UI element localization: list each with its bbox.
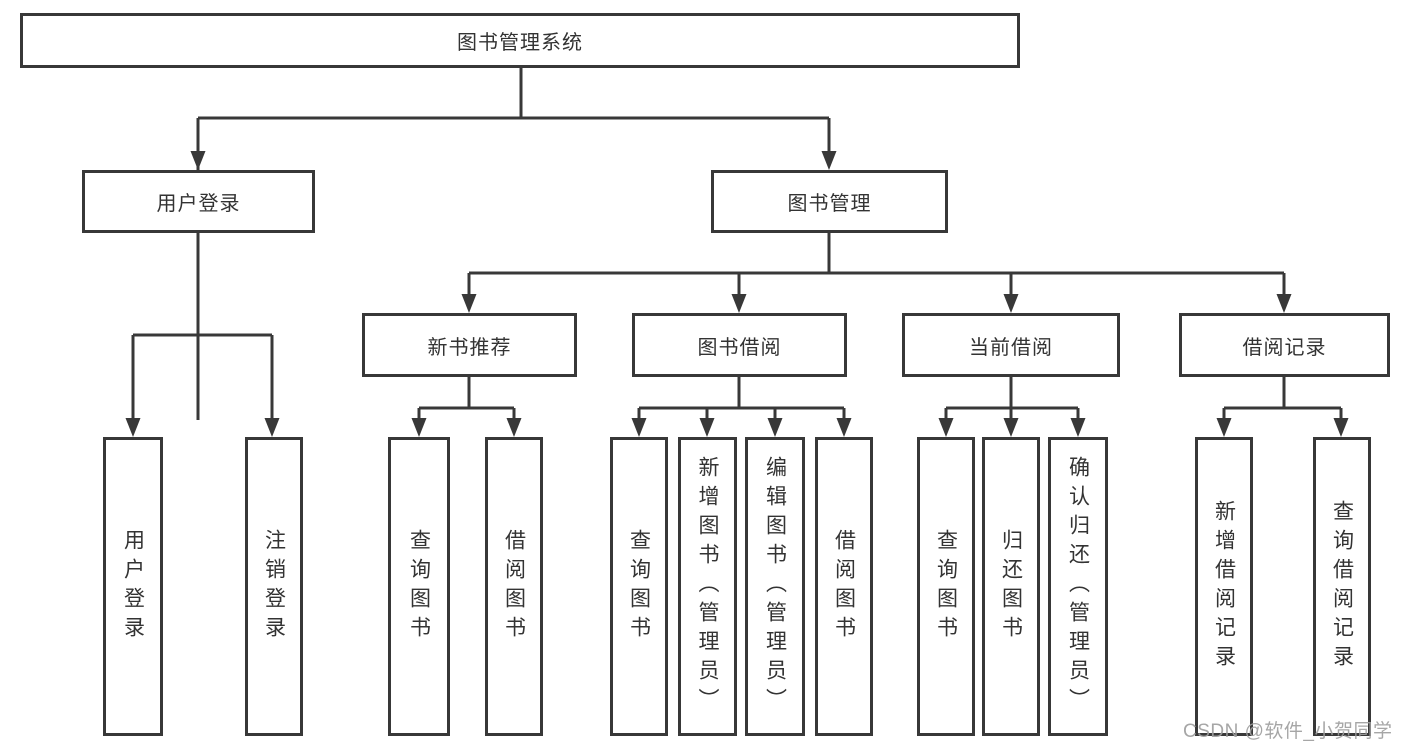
leaf-query-books-borrow: 查询图书 xyxy=(610,437,668,736)
connector-userlogin-branch xyxy=(125,233,280,437)
leaf-edit-books-admin: 编辑图书（管理员） xyxy=(745,437,805,736)
leaf-add-books-admin: 新增图书（管理员） xyxy=(678,437,737,736)
node-current-borrow: 当前借阅 xyxy=(902,313,1120,377)
csdn-watermark: CSDN @软件_小贺同学 xyxy=(1183,721,1393,742)
leaf-return-books: 归还图书 xyxy=(982,437,1040,736)
leaf-query-books-recommend: 查询图书 xyxy=(388,437,450,736)
leaf-borrow-books-recommend: 借阅图书 xyxy=(485,437,543,736)
node-root-system: 图书管理系统 xyxy=(20,13,1020,68)
node-user-login: 用户登录 xyxy=(82,170,315,233)
connector-newbooks-branch xyxy=(411,377,522,437)
leaf-confirm-return-admin: 确认归还（管理员） xyxy=(1048,437,1108,736)
leaf-query-books-current: 查询图书 xyxy=(917,437,975,736)
node-book-management: 图书管理 xyxy=(711,170,948,233)
connector-records-branch xyxy=(1216,377,1349,437)
connector-bookmgmt-branch xyxy=(461,233,1292,313)
connector-current-branch xyxy=(938,377,1086,437)
leaf-borrow-books: 借阅图书 xyxy=(815,437,873,736)
node-book-borrow: 图书借阅 xyxy=(632,313,847,377)
node-new-book-recommend: 新书推荐 xyxy=(362,313,577,377)
leaf-query-borrow-record: 查询借阅记录 xyxy=(1313,437,1371,736)
connector-borrow-branch xyxy=(631,377,852,437)
leaf-logout: 注销登录 xyxy=(245,437,303,736)
node-borrow-records: 借阅记录 xyxy=(1179,313,1390,377)
leaf-user-login: 用户登录 xyxy=(103,437,163,736)
leaf-add-borrow-record: 新增借阅记录 xyxy=(1195,437,1253,736)
